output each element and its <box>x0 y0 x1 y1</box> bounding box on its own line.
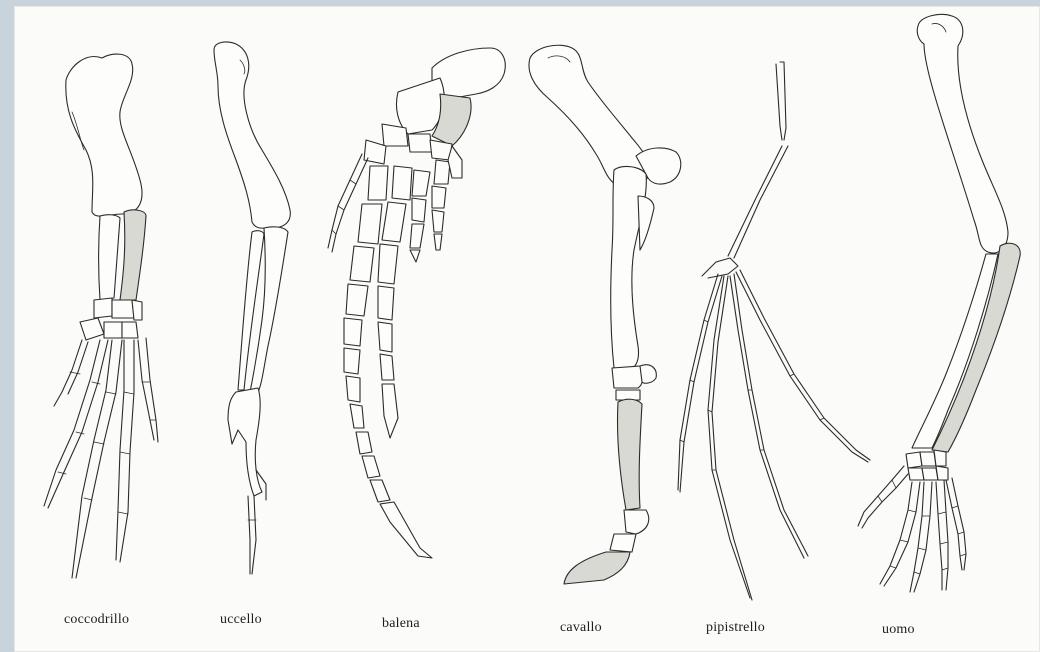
bat-humerus <box>780 62 786 140</box>
bird-forelimb <box>214 42 290 574</box>
bird-carpometacarpus <box>228 388 262 496</box>
label-horse: cavallo <box>560 620 602 636</box>
human-middle <box>910 482 924 592</box>
label-bat: pipistrello <box>706 620 765 636</box>
horse-cannon-bone <box>617 399 642 510</box>
horse-hoof <box>564 552 630 584</box>
human-forelimb <box>858 14 1020 592</box>
bat-forearm <box>734 146 788 258</box>
crocodile-radius <box>99 215 121 300</box>
crocodile-ulna <box>120 210 146 300</box>
bat-digit-3 <box>708 276 750 598</box>
human-ring <box>936 482 942 590</box>
human-thumb <box>858 466 904 526</box>
whale-digit-3 <box>392 166 412 200</box>
bat-forelimb <box>678 62 870 600</box>
bird-humerus <box>214 42 290 228</box>
horse-forelimb <box>529 45 681 584</box>
label-crocodile: coccodrillo <box>64 612 129 628</box>
bird-digit <box>248 496 250 574</box>
crocodile-humerus <box>66 54 142 216</box>
label-bird: uccello <box>220 612 262 628</box>
bat-digit-4 <box>730 276 804 558</box>
crocodile-forelimb <box>44 54 158 578</box>
crocodile-digit-4 <box>116 340 124 560</box>
human-humerus <box>917 14 1008 253</box>
human-ulna <box>932 243 1020 452</box>
whale-digit-2 <box>368 166 388 200</box>
crocodile-digit-3 <box>72 340 112 578</box>
label-whale: balena <box>382 616 420 632</box>
crocodile-digit-2 <box>44 340 100 506</box>
whale-forelimb <box>328 48 505 558</box>
label-human: uomo <box>882 622 915 638</box>
bat-digit-2 <box>678 274 718 490</box>
